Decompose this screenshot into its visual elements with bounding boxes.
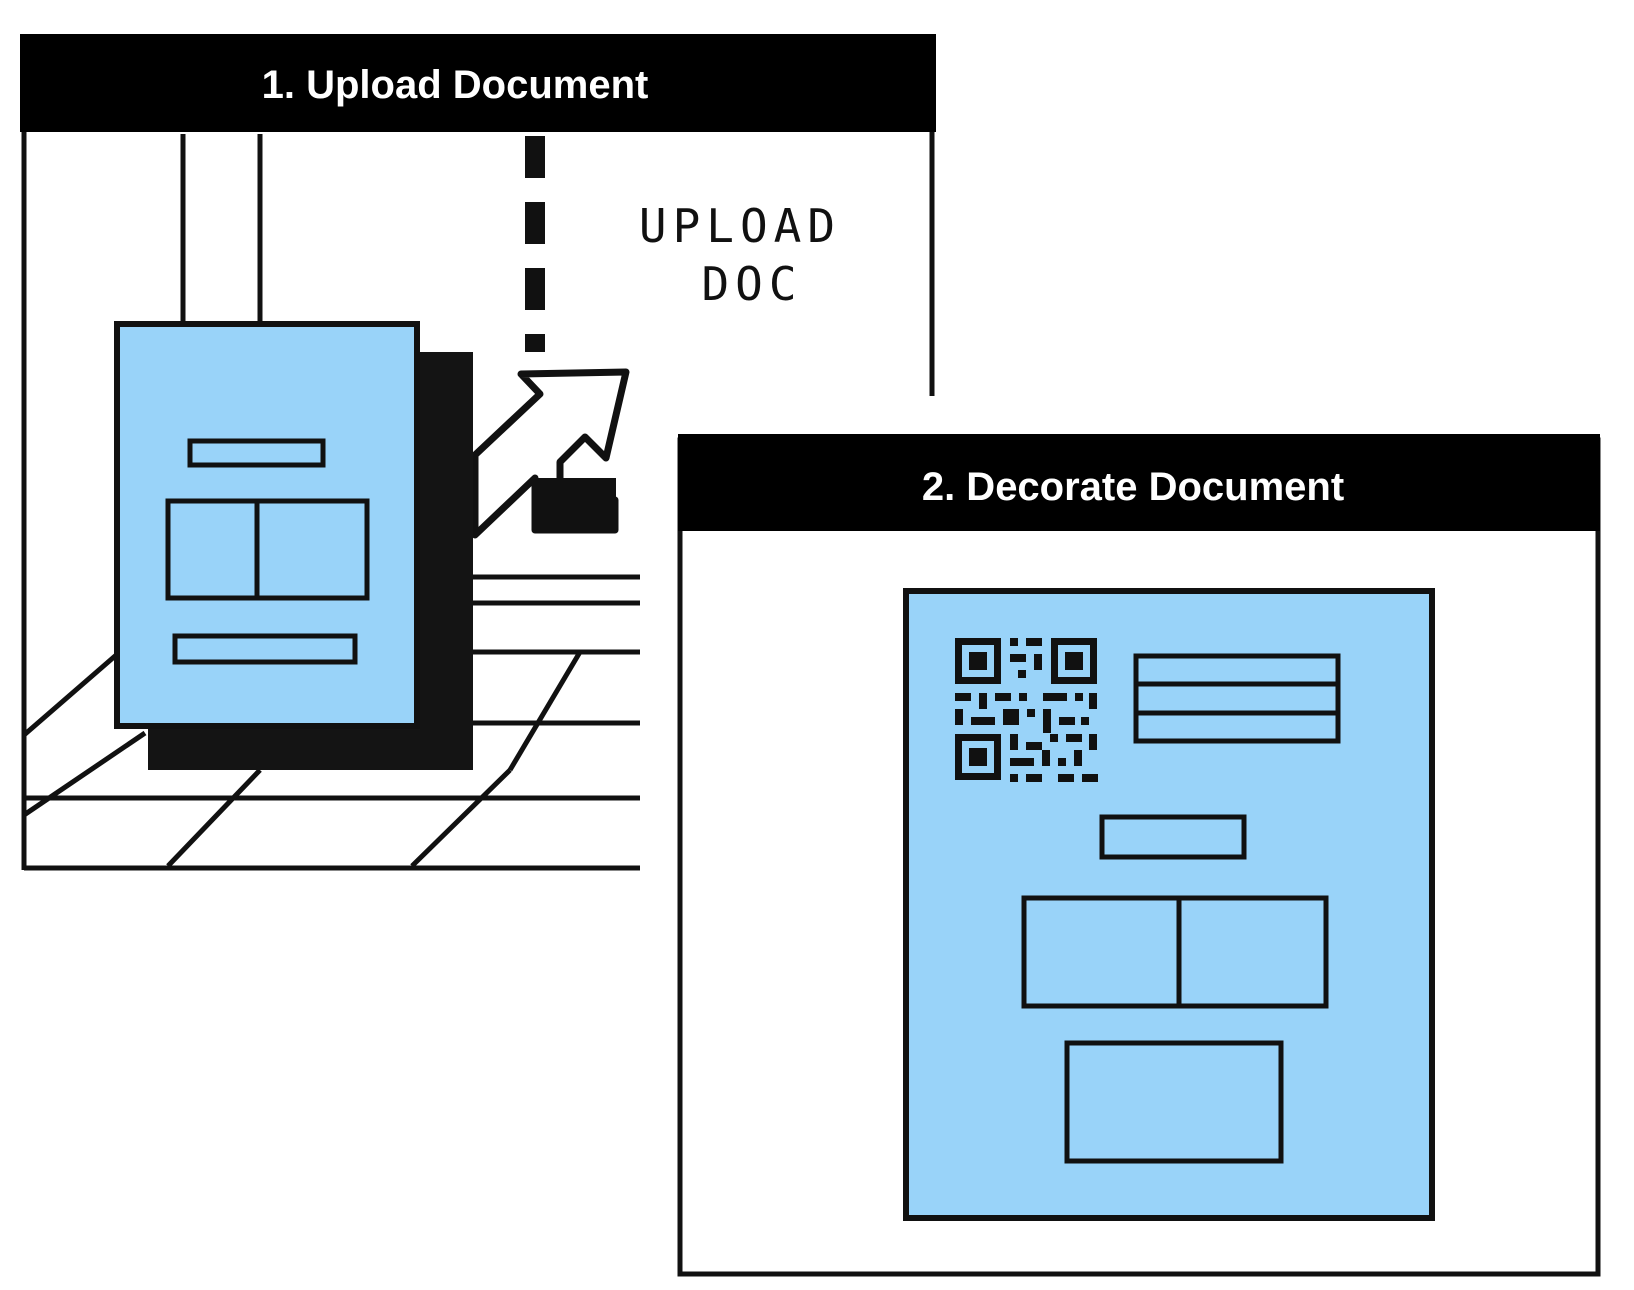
panel-decorate-title: 2. Decorate Document	[922, 465, 1344, 509]
machine-posts	[180, 134, 263, 322]
panel-upload-frame	[21, 128, 935, 871]
panel-upload-title: 1. Upload Document	[262, 63, 649, 107]
upload-note-line-2: DOC	[701, 257, 802, 311]
panel-decorate-header	[678, 434, 1600, 531]
panel-upload: 1. Upload Document	[20, 34, 936, 871]
conveyor-belt-icon	[22, 574, 640, 868]
document-icon	[114, 321, 420, 729]
upload-note-line-1: UPLOAD	[639, 199, 841, 253]
panel-upload-header	[20, 34, 936, 132]
decorated-document-icon	[903, 588, 1435, 1221]
panel-decorate: 2. Decorate Document	[677, 434, 1601, 1277]
qr-code-icon	[955, 638, 1098, 782]
